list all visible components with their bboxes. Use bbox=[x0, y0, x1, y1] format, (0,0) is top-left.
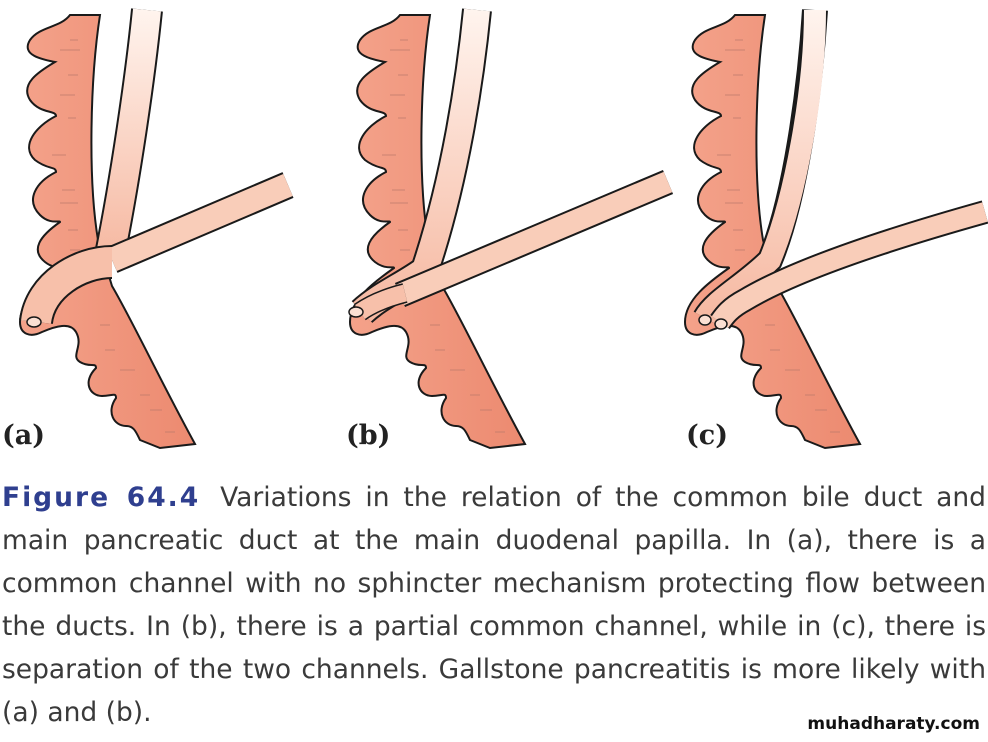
panel-a-drawing bbox=[19, 8, 294, 449]
caption-line: the ducts. In (b), there is a partial co… bbox=[2, 611, 986, 642]
panel-label-a: (a) bbox=[2, 420, 46, 451]
panel-label-b: (b) bbox=[346, 420, 391, 451]
panel-label-c: (c) bbox=[686, 420, 728, 451]
caption-line: separation of the two channels. Gallston… bbox=[2, 654, 986, 685]
panel-c-drawing bbox=[684, 9, 988, 449]
watermark: muhadharaty.com bbox=[807, 714, 980, 734]
caption-line: (a) and (b). bbox=[2, 697, 152, 728]
caption-line: Figure 64.4 Variations in the relation o… bbox=[2, 476, 986, 519]
duodenal-papilla-figure bbox=[19, 8, 988, 449]
panel-b-drawing bbox=[348, 8, 674, 449]
figure-number: Figure 64.4 bbox=[2, 482, 201, 513]
caption-line: main pancreatic duct at the main duodena… bbox=[2, 525, 986, 556]
caption-text: Variations in the relation of the common… bbox=[220, 482, 986, 513]
figure-caption: Figure 64.4 Variations in the relation o… bbox=[2, 476, 986, 734]
caption-line: common channel with no sphincter mechani… bbox=[2, 568, 986, 599]
